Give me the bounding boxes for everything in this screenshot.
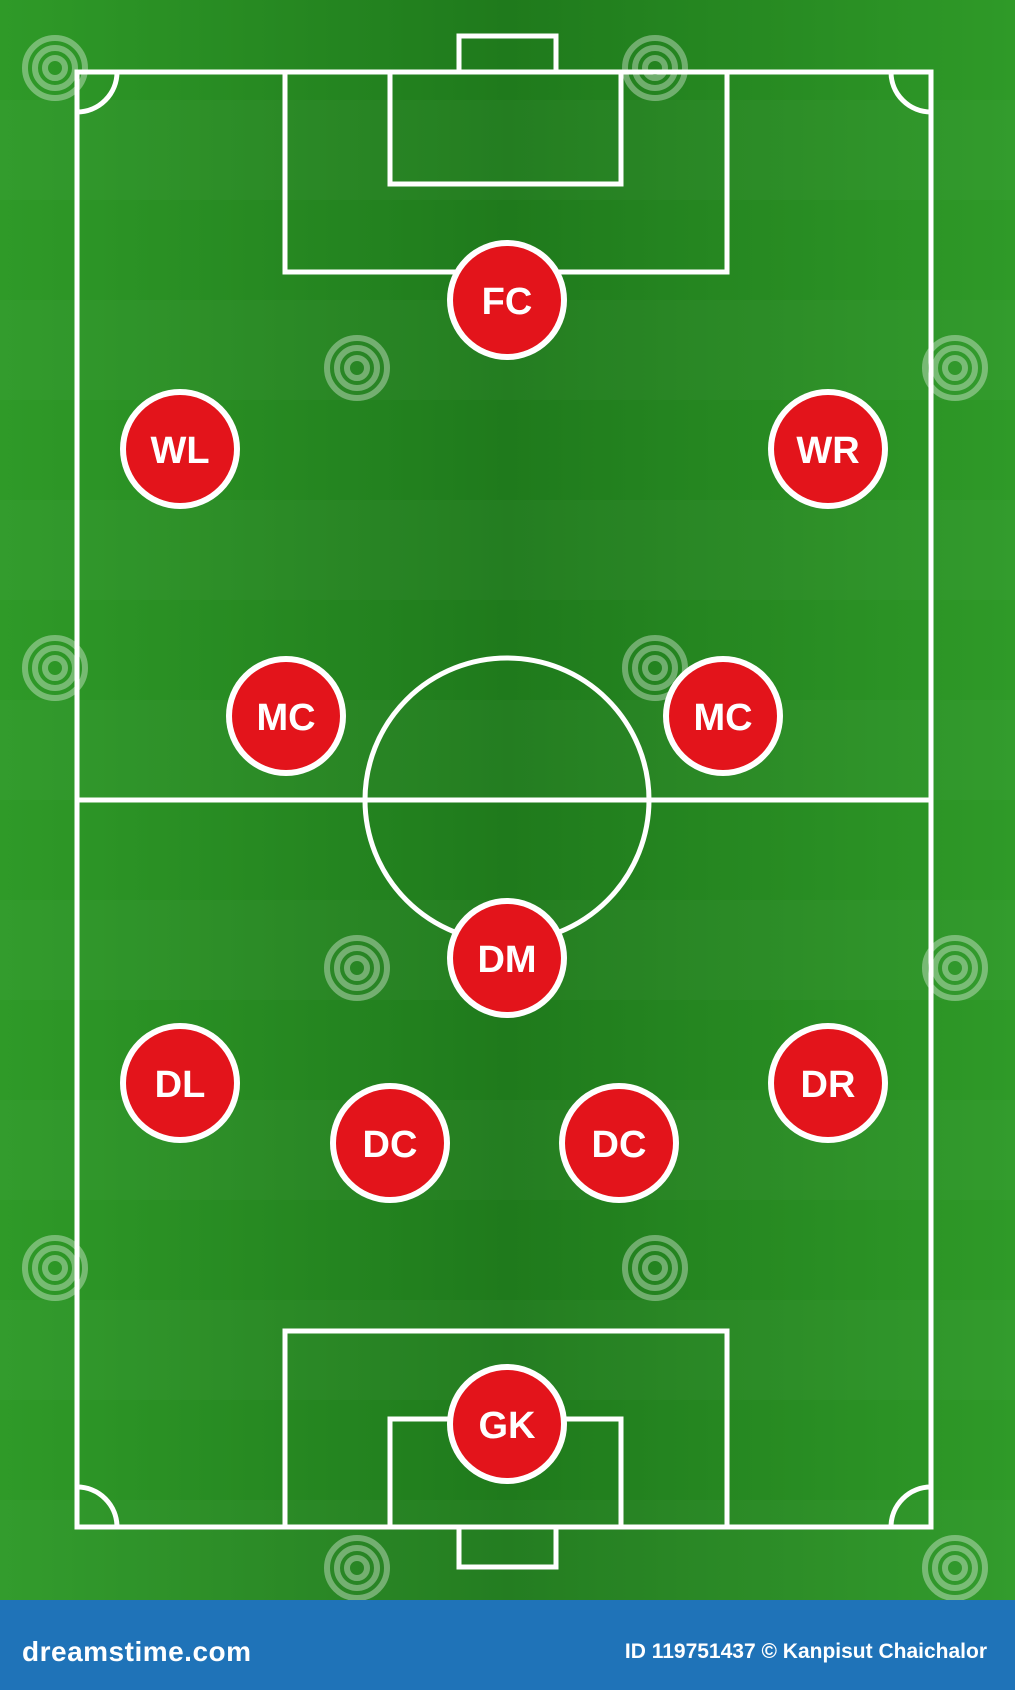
- player-mc-left: MC: [226, 656, 346, 776]
- corner-arc-bottom-right: [888, 1484, 932, 1528]
- player-role-label: FC: [482, 281, 533, 323]
- swirl-icon: [922, 935, 988, 1001]
- swirl-icon: [22, 35, 88, 101]
- corner-arc-top-right: [888, 71, 932, 115]
- player-role-label: GK: [479, 1405, 537, 1447]
- player-role-label: DC: [592, 1124, 647, 1166]
- player-role-label: DC: [363, 1124, 418, 1166]
- player-wl: WL: [120, 389, 240, 509]
- footer-bar: dreamstime.com ID 119751437 © Kanpisut C…: [0, 1600, 1015, 1690]
- swirl-icon: [622, 635, 688, 701]
- footer-credit: ID 119751437 © Kanpisut Chaichalor: [624, 1640, 987, 1663]
- player-dm: DM: [447, 898, 567, 1018]
- players-layer: FC WL WR MC MC: [120, 240, 888, 1484]
- swirl-icon: [922, 1535, 988, 1600]
- player-fc: FC: [447, 240, 567, 360]
- swirl-icon: [622, 1235, 688, 1301]
- grass-stripe: [0, 1500, 1015, 1600]
- grass-stripe: [0, 500, 1015, 600]
- pitch-lines: [74, 33, 934, 1570]
- player-role-label: DR: [801, 1064, 856, 1106]
- top-goal-area: [387, 69, 624, 187]
- player-dc-left: DC: [330, 1083, 450, 1203]
- swirl-icon: [622, 35, 688, 101]
- player-dl: DL: [120, 1023, 240, 1143]
- swirl-icon: [324, 935, 390, 1001]
- player-role-label: DM: [477, 939, 536, 981]
- player-role-label: WL: [150, 430, 209, 472]
- player-role-label: WR: [796, 430, 859, 472]
- player-dc-right: DC: [559, 1083, 679, 1203]
- footer-brand: dreamstime.com: [22, 1636, 252, 1667]
- player-wr: WR: [768, 389, 888, 509]
- player-role-label: DL: [155, 1064, 206, 1106]
- player-role-label: MC: [693, 697, 752, 739]
- bottom-goal: [456, 1524, 559, 1570]
- grass-stripe: [0, 700, 1015, 800]
- player-mc-right: MC: [663, 656, 783, 776]
- player-role-label: MC: [256, 697, 315, 739]
- swirl-icon: [922, 335, 988, 401]
- swirl-icon: [324, 1535, 390, 1600]
- player-dr: DR: [768, 1023, 888, 1143]
- corner-arc-top-left: [76, 71, 120, 115]
- football-pitch: FC WL WR MC MC: [0, 0, 1015, 1600]
- corner-arc-bottom-left: [76, 1484, 120, 1528]
- watermark-layer: [22, 35, 988, 1600]
- swirl-icon: [324, 335, 390, 401]
- player-gk: GK: [447, 1364, 567, 1484]
